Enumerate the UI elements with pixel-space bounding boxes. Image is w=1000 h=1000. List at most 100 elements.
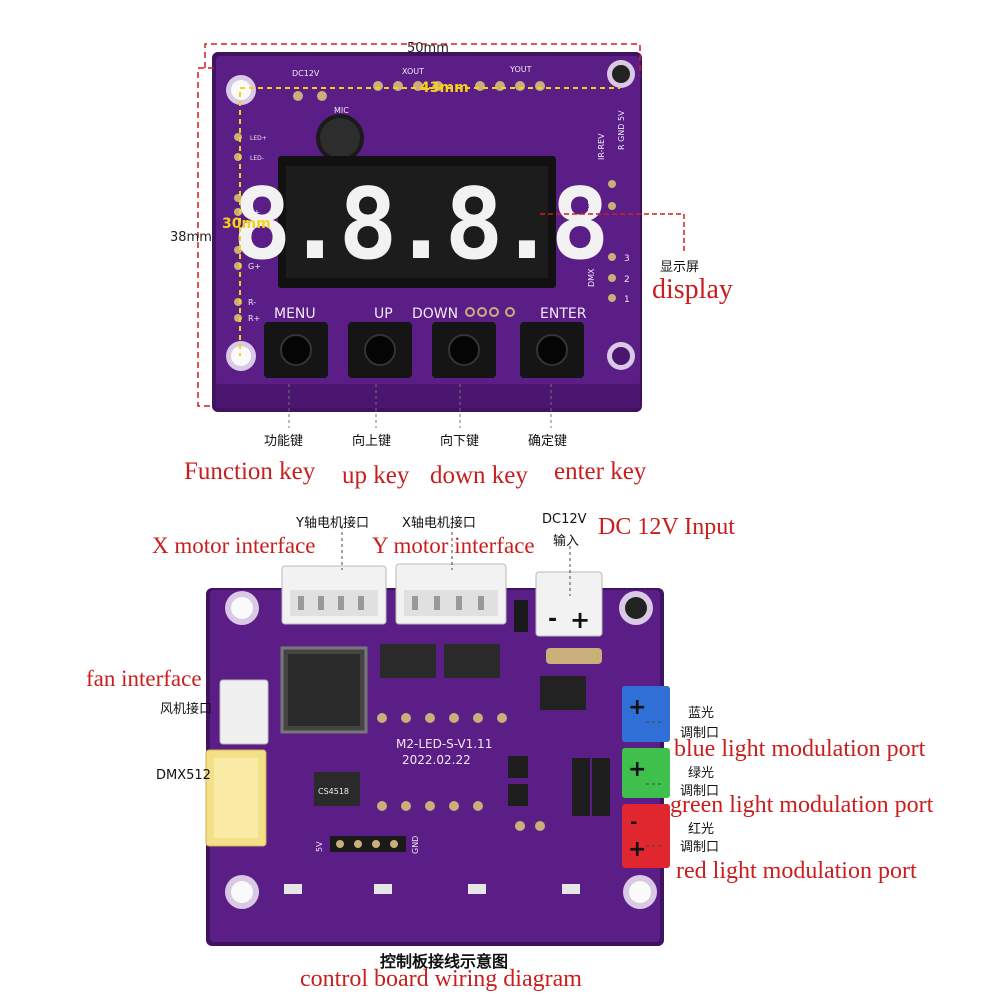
display-label-cn: 显示屏 — [660, 260, 700, 275]
driver-chip — [380, 644, 436, 678]
dmx512-label: DMX512 — [156, 768, 211, 783]
red-port-label-cn-1: 红光 — [688, 822, 715, 837]
silk-version: M2-LED-S-V1.11 — [396, 737, 492, 751]
regulator — [540, 676, 586, 710]
silk-menu: MENU — [274, 306, 316, 322]
key-label-en-up: up key — [342, 462, 410, 489]
dc12v-label-cn-2: 输入 — [553, 534, 580, 549]
dc-minus: - — [548, 607, 557, 632]
blue-port-label-en: blue light modulation port — [674, 736, 926, 762]
red-port-label-cn-2: 调制口 — [680, 840, 720, 855]
silk-rgnd5v: R GND 5V — [617, 110, 626, 150]
capacitor — [514, 600, 528, 632]
dc-plus: + — [570, 606, 590, 634]
silk-dmx-pin: 3 — [624, 254, 630, 264]
silk-pin: R+ — [248, 314, 260, 323]
transistors — [508, 756, 610, 816]
silk-mic: MIC — [334, 106, 349, 115]
silk-enter: ENTER — [540, 306, 587, 322]
silk-gnd: GND — [411, 836, 420, 854]
dimension-lines — [197, 43, 641, 407]
caption-cn: 控制板接线示意图 — [380, 952, 509, 971]
red-port-plus: + — [628, 837, 646, 862]
x-motor-label-cn: X轴电机接口 — [402, 516, 476, 531]
silk-dmx-pin: 2 — [624, 275, 630, 285]
dc12v-connector — [535, 571, 603, 637]
enter-button — [520, 322, 584, 378]
bottom-header — [330, 836, 406, 852]
silk-pin: G- — [248, 246, 257, 255]
silk-pin: LED+ — [250, 135, 267, 142]
silk-date: 2022.02.22 — [402, 753, 471, 767]
dim-30mm: 30mm — [222, 216, 271, 232]
key-label-cn-function: 功能键 — [264, 434, 304, 449]
green-port — [622, 748, 670, 798]
resistor — [546, 648, 602, 664]
silk-yout: YOUT — [509, 65, 532, 74]
connector-callout-lines — [341, 526, 664, 847]
key-label-cn-enter: 确定键 — [528, 434, 568, 449]
silk-pin: LED- — [250, 155, 264, 162]
key-label-cn-down: 向下键 — [440, 434, 480, 449]
dim-50mm: 50mm — [407, 41, 449, 56]
green-port-label-cn-2: 调制口 — [680, 784, 720, 799]
right-pin-column — [608, 180, 616, 302]
silk-down: DOWN — [412, 306, 458, 322]
top-board-diagram: DC12V XOUT YOUT MIC LED+ LED- B- B+ G- G… — [197, 43, 685, 428]
key-label-en-enter: enter key — [554, 458, 647, 485]
caption-en: control board wiring diagram — [300, 966, 582, 992]
red-port — [622, 804, 670, 868]
silk-xout: XOUT — [402, 67, 424, 76]
silk-pin: R- — [248, 298, 256, 307]
key-callout-lines — [288, 384, 552, 428]
display-digits: 8.8.8.8 — [232, 168, 603, 282]
menu-button — [264, 322, 328, 378]
dmx-chip — [314, 772, 360, 806]
silk-up: UP — [374, 306, 393, 322]
blue-port-plus: + — [628, 695, 646, 720]
silk-dc12v: DC12V — [292, 69, 320, 78]
blue-port — [622, 686, 670, 742]
green-port-label-en: green light modulation port — [670, 792, 934, 818]
fan-label-cn: 风机接口 — [160, 702, 213, 717]
y-motor-label-cn: Y轴电机接口 — [296, 516, 369, 531]
down-button — [432, 322, 496, 378]
red-port-minus: - — [630, 812, 637, 833]
green-port-plus: + — [628, 757, 646, 782]
blue-port-label-cn-2: 调制口 — [680, 726, 720, 741]
inner-dimension-lines — [239, 87, 620, 356]
y-motor-label-en: Y motor interface — [372, 533, 535, 558]
silk-key: KEY — [587, 195, 596, 210]
display-label-en: display — [652, 274, 733, 305]
dc12v-label-en: DC 12V Input — [598, 514, 735, 540]
silk-5v: 5V — [315, 841, 324, 852]
display-callout-line — [540, 213, 685, 252]
y-motor-connector — [395, 563, 507, 625]
silk-ir-rev: IR-REV — [597, 133, 606, 160]
x-motor-connector — [281, 565, 387, 625]
silk-pin: G+ — [248, 262, 261, 271]
dc12v-label-cn-1: DC12V — [542, 512, 587, 527]
red-port-label-en: red light modulation port — [676, 858, 917, 884]
fan-connector — [219, 679, 269, 745]
silk-pin: B+ — [248, 208, 260, 217]
small-pads — [465, 307, 515, 317]
silk-dmx-pin: 1 — [624, 295, 630, 305]
dim-38mm: 38mm — [170, 230, 212, 245]
blue-port-label-cn-1: 蓝光 — [688, 706, 715, 721]
silk-pin: B- — [248, 194, 256, 203]
key-label-en-function: Function key — [184, 458, 316, 485]
driver-chip — [444, 644, 500, 678]
key-label-en-down: down key — [430, 462, 528, 489]
key-label-cn-up: 向上键 — [352, 434, 392, 449]
up-button — [348, 322, 412, 378]
smd-leds — [284, 884, 580, 894]
silk-dmx: DMX — [587, 268, 596, 287]
bottom-board-diagram: - + M2-LED-S-V1.11 2022.02.22 CS4518 — [205, 526, 670, 946]
via-pads — [377, 713, 545, 831]
mcu-chip — [280, 646, 368, 734]
dmx512-connector — [205, 749, 267, 847]
fan-label-en: fan interface — [86, 666, 202, 691]
green-port-label-cn-1: 绿光 — [688, 766, 715, 781]
dim-43mm: 43mm — [420, 80, 469, 96]
